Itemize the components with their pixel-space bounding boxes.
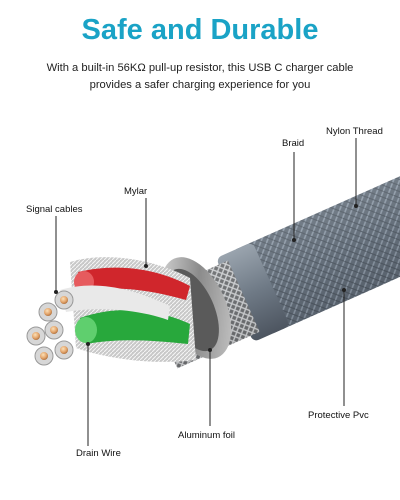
protective-pvc-jacket: [217, 243, 288, 341]
callout-nylon-thread: Nylon Thread: [326, 126, 383, 137]
page-subtitle: With a built-in 56KΩ pull-up resistor, t…: [20, 60, 380, 94]
nylon-braided-cable: [236, 151, 400, 334]
subtitle-line-1: With a built-in 56KΩ pull-up resistor, t…: [46, 62, 354, 74]
callout-signal-cables: Signal cables: [26, 204, 83, 215]
callout-mylar: Mylar: [124, 186, 148, 197]
callout-protective-pvc: Protective Pvc: [308, 410, 369, 421]
signal-cable-ends: [26, 290, 74, 366]
callout-drain-wire: Drain Wire: [76, 448, 121, 459]
subtitle-line-2: provides a safer charging experience for…: [89, 79, 311, 91]
callout-aluminum-foil: Aluminum foil: [178, 430, 236, 441]
callout-leader-lines: [54, 138, 358, 446]
green-wire: [75, 310, 190, 344]
page-title: Safe and Durable: [81, 14, 319, 46]
white-wire: [60, 285, 170, 320]
callout-braid: Braid: [282, 138, 305, 149]
